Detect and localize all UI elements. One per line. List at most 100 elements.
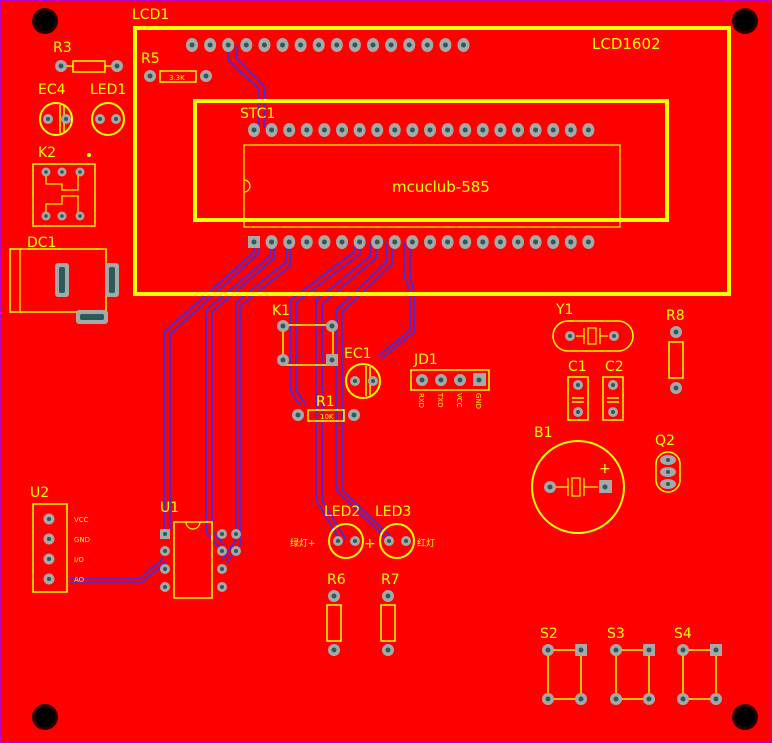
- stc1-top-hole: [462, 127, 468, 133]
- k2-designator: K2: [38, 145, 56, 161]
- y1-crystal[interactable]: Y1: [552, 302, 634, 352]
- lcd1602-label: LCD1602: [592, 35, 661, 53]
- stc1-bottom-hole: [409, 239, 415, 245]
- b1-plus-mark: +: [599, 461, 611, 477]
- r8-resistor[interactable]: R8: [666, 308, 685, 394]
- u2-pin-gnd: GND: [74, 536, 90, 544]
- dc1-designator: DC1: [27, 235, 56, 251]
- led2[interactable]: LED2 绿灯+ +: [290, 504, 376, 559]
- lcd-window-outline: [193, 99, 669, 222]
- lcd1-hole: [442, 42, 448, 48]
- stc1-top-hole: [357, 127, 363, 133]
- k1-designator: K1: [272, 303, 290, 319]
- k1-button[interactable]: K1: [272, 303, 338, 366]
- r6-resistor[interactable]: R6: [326, 572, 346, 656]
- q2-transistor[interactable]: Q2: [655, 433, 681, 493]
- stc1-bottom-hole: [321, 239, 327, 245]
- stc1-bottom-hole: [374, 239, 380, 245]
- k2-switch[interactable]: K2: [32, 145, 96, 227]
- s3-button[interactable]: S3: [607, 626, 655, 705]
- stc1-bottom-hole: [480, 239, 486, 245]
- r5-value: 3.3K: [169, 74, 185, 82]
- dc1-jack[interactable]: DC1: [9, 235, 119, 324]
- r1-designator: R1: [316, 394, 335, 410]
- r3-resistor[interactable]: R3: [53, 40, 123, 73]
- c2-designator: C2: [605, 359, 624, 375]
- c1-designator: C1: [568, 359, 587, 375]
- u2-pin-ao: AO: [74, 576, 85, 584]
- lcd1-hole: [261, 42, 267, 48]
- stc1-bottom-hole: [497, 239, 503, 245]
- r7-designator: R7: [381, 572, 400, 588]
- r1-resistor[interactable]: R1 10K: [292, 394, 360, 422]
- lcd1-hole: [298, 42, 304, 48]
- stc1-bottom-hole: [462, 239, 468, 245]
- stc1-body: [243, 144, 621, 228]
- stc1-top-hole: [409, 127, 415, 133]
- led3-note: 红灯: [417, 537, 435, 549]
- stc1-pads: [248, 123, 595, 249]
- ec1-capacitor[interactable]: EC1: [344, 346, 381, 399]
- stc1-top-hole: [427, 127, 433, 133]
- lcd1-module[interactable]: LCD1 LCD1602: [132, 7, 731, 296]
- c1-capacitor[interactable]: C1: [567, 359, 589, 421]
- stc1-bottom-hole: [339, 239, 345, 245]
- u2-designator: U2: [30, 485, 49, 501]
- lcd1-hole: [388, 42, 394, 48]
- s4-designator: S4: [674, 626, 692, 642]
- stc1-bottom-hole: [286, 239, 292, 245]
- lcd1-hole: [189, 42, 195, 48]
- jd1-header[interactable]: JD1 RXD TXD VCC GND: [410, 352, 490, 409]
- r5-designator: R5: [141, 51, 160, 67]
- b1-designator: B1: [534, 425, 553, 441]
- y1-designator: Y1: [555, 302, 573, 318]
- stc1-bottom-hole: [357, 239, 363, 245]
- stc1-bottom-hole: [533, 239, 539, 245]
- stc1-bottom-hole: [304, 239, 310, 245]
- u1-designator: U1: [160, 500, 179, 516]
- stc1-bottom-hole: [585, 239, 591, 245]
- c2-capacitor[interactable]: C2: [602, 359, 624, 421]
- s2-designator: S2: [540, 626, 558, 642]
- lcd1-hole: [334, 42, 340, 48]
- led2-note: 绿灯+: [290, 537, 316, 549]
- r7-resistor[interactable]: R7: [380, 572, 400, 656]
- stc1-top-hole: [480, 127, 486, 133]
- r8-designator: R8: [666, 308, 685, 324]
- stc1-bottom-hole: [550, 239, 556, 245]
- ec4-capacitor[interactable]: EC4: [38, 82, 73, 136]
- u2-sensor-header[interactable]: U2 VCC GND I/O AO: [30, 485, 90, 593]
- s2-button[interactable]: S2: [540, 626, 587, 705]
- stc1-top-hole: [497, 127, 503, 133]
- stc1-chip[interactable]: STC1 mcuclub-585: [240, 106, 621, 249]
- u1-chip[interactable]: U1: [160, 500, 241, 599]
- led2-plus: +: [364, 536, 376, 552]
- s4-button[interactable]: S4: [674, 626, 722, 705]
- lcd1-hole: [406, 42, 412, 48]
- jd1-pin-rxd: RXD: [417, 393, 425, 408]
- led2-designator: LED2: [324, 504, 360, 520]
- jd1-designator: JD1: [413, 352, 438, 368]
- r6-designator: R6: [327, 572, 346, 588]
- stc1-top-hole: [445, 127, 451, 133]
- jd1-pin-gnd: GND: [474, 393, 482, 409]
- lcd1-hole: [280, 42, 285, 48]
- b1-buzzer[interactable]: B1 +: [531, 425, 625, 534]
- led3-designator: LED3: [375, 504, 411, 520]
- r3-designator: R3: [53, 40, 72, 56]
- lcd1-hole: [352, 42, 358, 48]
- jd1-pin-txd: TXD: [436, 392, 444, 407]
- stc1-top-hole: [321, 127, 327, 133]
- led1[interactable]: LED1: [90, 82, 126, 136]
- stc1-bottom-hole: [568, 239, 574, 245]
- q2-designator: Q2: [655, 433, 675, 449]
- stc1-part-label: mcuclub-585: [392, 178, 490, 196]
- r1-value: 10K: [320, 413, 334, 421]
- mounting-holes: [32, 8, 758, 730]
- stc1-top-hole: [269, 127, 275, 133]
- led3[interactable]: LED3 红灯: [375, 504, 435, 559]
- r5-resistor[interactable]: R5 3.3K: [141, 51, 212, 83]
- stc1-top-hole: [339, 127, 345, 133]
- ec4-designator: EC4: [38, 82, 66, 98]
